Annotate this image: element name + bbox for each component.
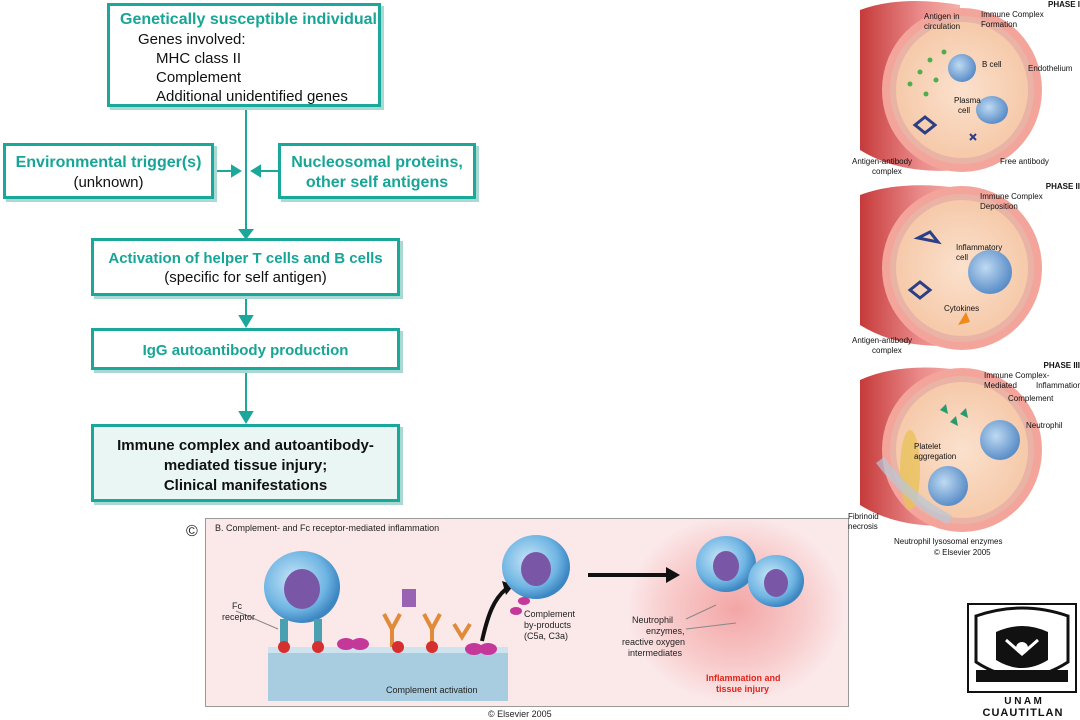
phase3-lysosomal: Neutrophil lysosomal enzymes [894,537,1003,546]
phase1-bcell [948,54,976,82]
inflammation-label-1: Inflammation and [706,673,781,683]
gene-unidentified: Additional unidentified genes [156,88,348,105]
panel-b-title: B. Complement- and Fc receptor-mediated … [215,523,440,533]
phase2-infl-2: cell [956,253,969,262]
activation-box: Activation of helper T cells and B cells… [91,238,400,296]
byproducts-label-1: Complement [524,609,576,619]
phase1-plasma-1: Plasma [954,96,981,105]
phase3-platelet-2: aggregation [914,452,957,461]
neutrophil-enzymes-label-4: intermediates [628,648,683,658]
fc-receptor-label-2: receptor [222,612,256,622]
panel-b-illustration [235,519,846,704]
genes-involved-label: Genes involved: [138,31,246,48]
genetic-box-title: Genetically susceptible individual [120,11,377,28]
phase-illustrations [860,1,1042,532]
phase1-antigen-2: circulation [924,22,961,31]
injury-line3: Clinical manifestations [163,477,328,494]
phase3-neutrophil: Neutrophil [1026,421,1063,430]
membrane-surface [268,647,508,701]
phase3-title: PHASE III [1043,361,1080,370]
panel-b-copyright: © Elsevier 2005 [488,709,552,719]
fc-receptor-label-1: Fc [232,601,242,611]
phase2-title: PHASE II [1045,182,1080,191]
phase1-bcell-label: B cell [982,60,1002,69]
phase1-aac-2: complex [872,167,902,176]
genetic-susceptibility-box: Genetically susceptible individual Genes… [107,3,381,107]
unam-logo-line1: U N A M [1004,696,1042,707]
neutrophil-enzymes-label-3: reactive oxygen [622,637,686,647]
nucleosomal-line2: other self antigens [305,174,449,191]
phase1-subtitle: Immune Complex Formation [981,10,1044,29]
phase3-subtitle-2: Inflammation [1036,381,1080,390]
phase2-aac-1: Antigen-antibody [852,336,913,345]
neutrophil-enzymes-label-1: Neutrophil [632,615,674,625]
nucleosomal-line1: Nucleosomal proteins, [291,154,463,171]
phase3-platelet-1: Platelet [914,442,941,451]
phase3-fibrinoid-1: Fibrinoid [848,512,879,521]
byproducts-label-2: by-products [524,620,572,630]
igg-title: IgG autoantibody production [142,342,349,359]
phase3-subtitle-1: Immune Complex-Mediated [984,371,1050,390]
phase2-infl-1: Inflammatory [956,243,1003,252]
neutrophil-enzymes-label-2: enzymes, [646,626,685,636]
self-antigens-box: Nucleosomal proteins, other self antigen… [278,143,476,199]
phase1-free-antibody: Free antibody [1000,157,1049,166]
phase3-neutrophil [980,420,1020,460]
phase3-fibrinoid-2: necrosis [848,522,878,531]
injury-line2: mediated tissue injury; [163,457,328,474]
phase2-aac-2: complex [872,346,902,355]
inflammation-label-2: tissue injury [716,684,770,694]
gene-complement: Complement [156,69,242,86]
phase1-aac-1: Antigen-antibody [852,157,913,166]
phase2-cytokines: Cytokines [944,304,980,313]
phase1-antigen-1: Antigen in [924,12,960,21]
unam-logo-line2: CUAUTITLAN [982,707,1064,719]
injury-line1: Immune complex and autoantibody- [117,437,374,454]
byproducts-label-3: (C5a, C3a) [524,631,569,641]
phase3-complement: Complement [1008,394,1054,403]
complement-activation-label: Complement activation [386,685,478,695]
copyright-symbol: © [186,523,198,540]
env-trigger-title: Environmental trigger(s) [15,154,202,171]
environmental-trigger-box: Environmental trigger(s) (unknown) [3,143,214,199]
activation-title: Activation of helper T cells and B cells [108,250,383,267]
panel-b: B. Complement- and Fc receptor-mediated … [205,518,849,707]
env-trigger-sub: (unknown) [73,174,144,191]
phase1-endothelium-label: Endothelium [1028,64,1073,73]
phase1-plasma-cell [976,96,1008,124]
phase1-title: PHASE I [1047,0,1080,9]
unam-crest [967,603,1077,693]
phase1-plasma-2: cell [958,106,971,115]
phase3-copyright: © Elsevier 2005 [934,548,991,557]
activation-sub: (specific for self antigen) [164,269,327,286]
flowchart-connectors [214,107,278,424]
gene-mhc: MHC class II [156,50,242,67]
phase2-subtitle: Immune Complex Deposition [980,192,1043,211]
igg-production-box: IgG autoantibody production [91,328,400,370]
phase2-inflammatory-cell [968,250,1012,294]
tissue-injury-box: Immune complex and autoantibody- mediate… [91,424,400,502]
